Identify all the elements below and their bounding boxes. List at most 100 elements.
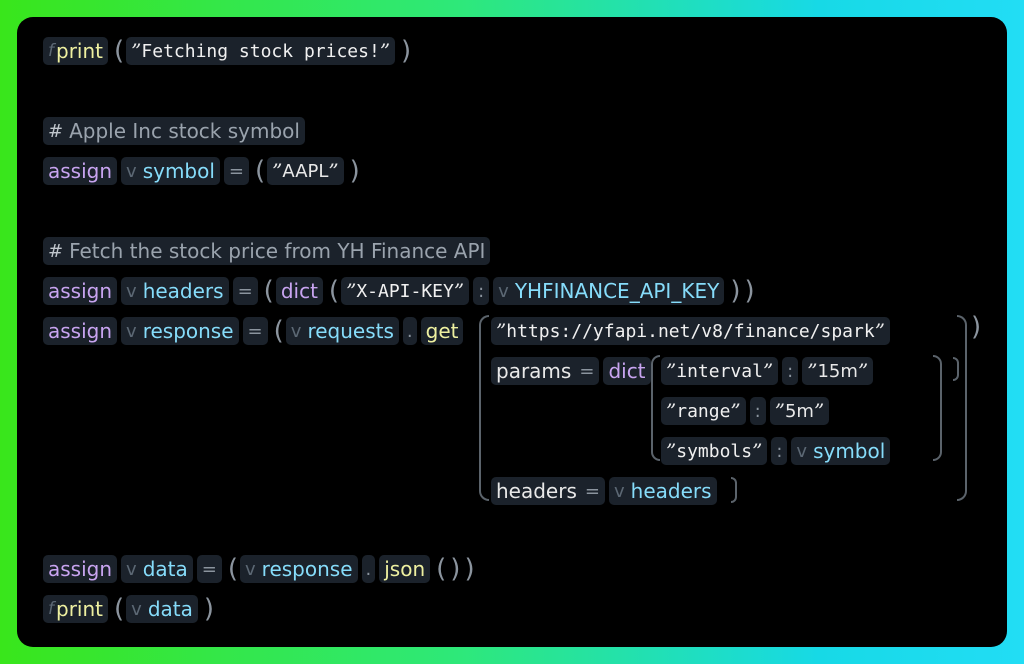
string-value: Fetching stock prices! xyxy=(141,40,380,62)
variable-icon: v xyxy=(796,440,808,462)
string-literal[interactable]: ”interval” xyxy=(661,357,779,385)
variable-name: data xyxy=(147,597,193,621)
comment-block[interactable]: #Apple Inc stock symbol xyxy=(43,117,305,145)
equals-operator: = xyxy=(232,277,258,305)
string-literal[interactable]: ”X-API-KEY” xyxy=(341,277,470,305)
quote-icon: ” xyxy=(666,359,677,383)
params-label-block[interactable]: params= xyxy=(491,357,600,385)
string-literal[interactable]: ”15m” xyxy=(802,357,874,385)
dot-sign: . xyxy=(365,558,372,580)
headers-label: headers xyxy=(496,479,577,503)
variable-icon: v xyxy=(245,558,256,580)
variable-name: response xyxy=(261,557,353,581)
comment-2[interactable]: #Fetch the stock price from YH Finance A… xyxy=(43,237,494,265)
dict-block[interactable]: dict xyxy=(603,357,651,385)
string-value: interval xyxy=(676,360,763,382)
equals-operator: = xyxy=(223,157,250,185)
colon-operator: : xyxy=(749,397,766,425)
colon-operator: : xyxy=(782,357,799,385)
equals-operator: = xyxy=(242,317,268,345)
quote-icon: ” xyxy=(346,279,357,303)
quote-icon: ” xyxy=(774,399,785,423)
string-literal[interactable]: ”symbols” xyxy=(661,437,768,465)
close-paren: ) xyxy=(730,276,741,306)
assign-keyword-block[interactable]: assign xyxy=(43,317,118,345)
quote-icon: ” xyxy=(807,359,818,383)
assign-keyword-block[interactable]: assign xyxy=(43,555,118,583)
quote-icon: ” xyxy=(752,439,763,463)
colon-operator: : xyxy=(473,277,490,305)
params-argument[interactable]: params= dict xyxy=(491,357,655,385)
colon-sign: : xyxy=(478,280,485,302)
get-args-open-bracket xyxy=(479,315,489,501)
open-paren: ( xyxy=(273,316,284,346)
quote-icon: ” xyxy=(379,39,391,63)
comment-text: Apple Inc stock symbol xyxy=(69,119,300,143)
headers-label-block[interactable]: headers= xyxy=(491,477,605,505)
quote-icon: ” xyxy=(328,159,339,183)
string-literal[interactable]: ”Fetching stock prices!” xyxy=(126,37,396,65)
string-literal[interactable]: ”AAPL” xyxy=(267,157,344,185)
dict-block[interactable]: dict xyxy=(275,277,323,305)
quote-icon: ” xyxy=(730,399,741,423)
quote-icon: ” xyxy=(666,439,677,463)
variable-name: headers xyxy=(142,279,224,303)
function-icon: f xyxy=(48,41,54,61)
comment-block[interactable]: #Fetch the stock price from YH Finance A… xyxy=(43,237,491,265)
method-block[interactable]: get xyxy=(420,317,464,345)
dict-pair-range[interactable]: ”range” : ”5m” xyxy=(661,397,833,425)
open-paren: ( xyxy=(255,156,266,186)
variable-name: symbol xyxy=(813,439,886,463)
string-value: symbols xyxy=(676,440,753,462)
url-argument[interactable]: ”https://yfapi.net/v8/finance/spark” xyxy=(491,317,894,345)
comment-1[interactable]: #Apple Inc stock symbol xyxy=(43,117,309,145)
quote-icon: ” xyxy=(857,359,869,383)
variable-icon: v xyxy=(498,280,509,302)
close-paren: ) xyxy=(349,156,360,186)
equals-sign: = xyxy=(228,160,245,182)
quote-icon: ” xyxy=(813,399,825,423)
dot-sign: . xyxy=(406,320,413,342)
close-paren: ) xyxy=(464,554,475,584)
assign-keyword-block[interactable]: assign xyxy=(43,277,118,305)
dot-operator: . xyxy=(361,555,376,583)
dict-pair-interval[interactable]: ”interval” : ”15m” xyxy=(661,357,877,385)
variable-icon: v xyxy=(613,480,625,502)
open-paren: ( xyxy=(114,36,125,66)
close-paren: ) xyxy=(203,594,215,624)
open-paren: ( xyxy=(263,276,274,306)
variable-name: response xyxy=(142,319,234,343)
assign-keyword: assign xyxy=(48,557,113,581)
quote-icon: ” xyxy=(496,319,507,343)
method-block[interactable]: json xyxy=(379,555,431,583)
dict-open-bracket xyxy=(651,355,660,461)
string-value: AAPL xyxy=(282,160,329,182)
string-literal[interactable]: ”https://yfapi.net/v8/finance/spark” xyxy=(491,317,890,345)
string-literal[interactable]: ”5m” xyxy=(769,397,830,425)
variable-icon: v xyxy=(131,598,142,620)
string-value: 15m xyxy=(817,360,858,382)
function-icon: f xyxy=(48,599,54,619)
string-literal[interactable]: ”range” xyxy=(661,397,746,425)
assign-keyword-block[interactable]: assign xyxy=(43,157,118,185)
